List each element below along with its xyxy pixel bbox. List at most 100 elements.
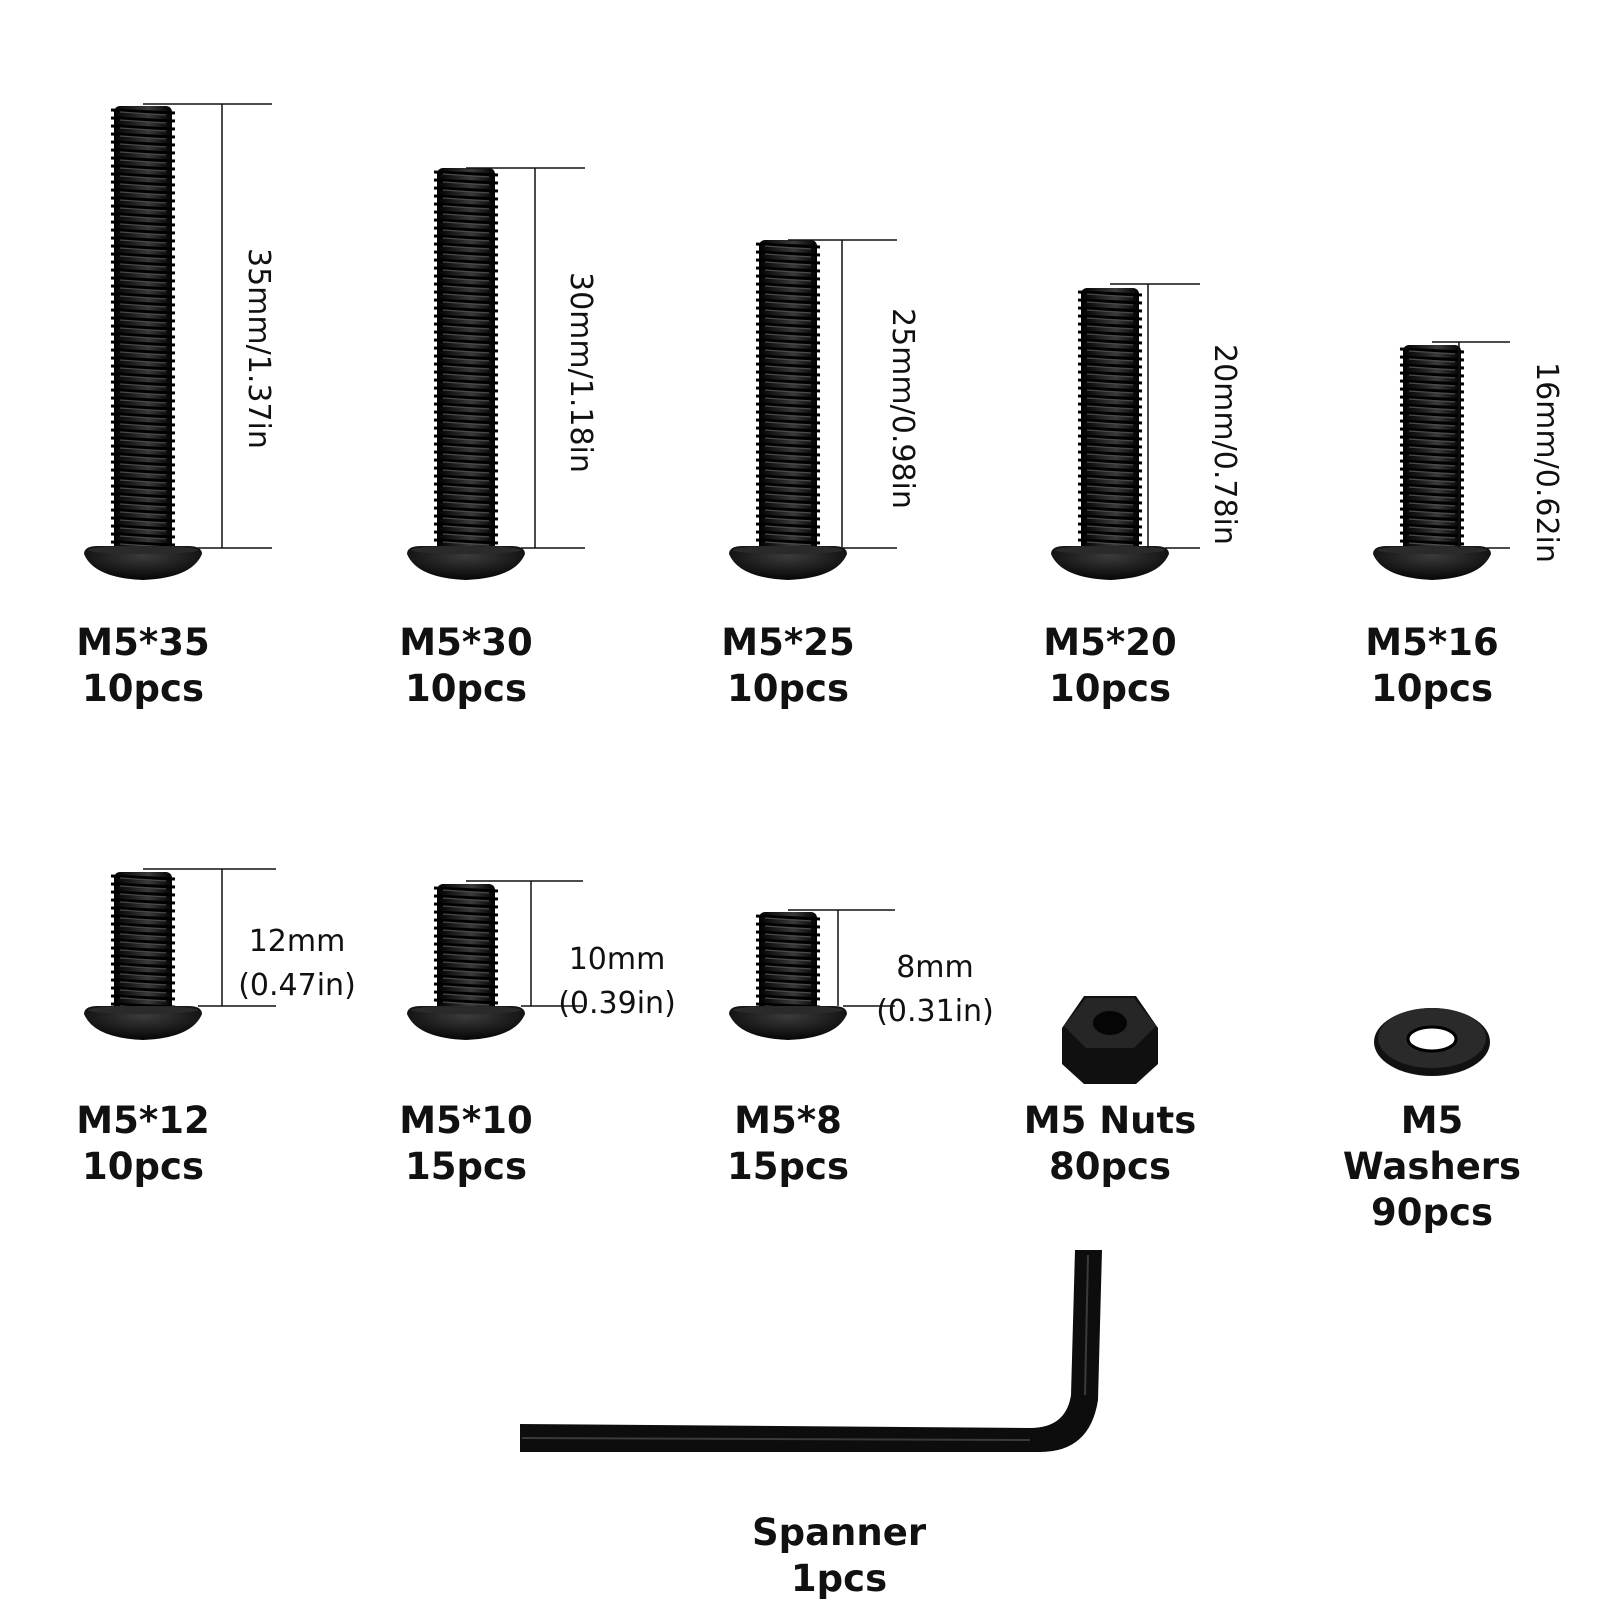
thread-highlight	[764, 533, 812, 538]
thread-highlight	[442, 237, 490, 242]
thread-ridge	[433, 394, 499, 401]
thread-highlight	[442, 985, 490, 990]
thread-ridge	[1399, 371, 1465, 378]
thread-highlight	[1408, 358, 1456, 363]
thread-ridge	[755, 978, 821, 985]
thread-ridge	[755, 242, 821, 249]
thread-highlight	[119, 957, 167, 962]
thread-ridge	[1077, 458, 1143, 465]
thread-highlight	[442, 485, 490, 490]
thread-highlight	[442, 953, 490, 958]
thread-ridge	[110, 540, 176, 547]
screw-size: M5*10	[399, 1099, 533, 1142]
thread-highlight	[442, 977, 490, 982]
screw-quantity: 10pcs	[82, 667, 204, 710]
thread-highlight	[442, 469, 490, 474]
thread-ridge	[110, 308, 176, 315]
thread-highlight	[764, 509, 812, 514]
thread-ridge	[1077, 426, 1143, 433]
thread-highlight	[119, 279, 167, 284]
thread-highlight	[442, 373, 490, 378]
thread-highlight	[119, 215, 167, 220]
screw-m5-25	[729, 240, 847, 580]
thread-ridge	[433, 266, 499, 273]
thread-highlight	[1086, 309, 1134, 314]
thread-highlight	[1408, 438, 1456, 443]
thread-highlight	[119, 503, 167, 508]
thread-highlight	[119, 119, 167, 124]
thread-highlight	[119, 263, 167, 268]
screw-m5-35	[84, 106, 202, 580]
thread-ridge	[110, 532, 176, 539]
spanner-name: Spanner	[751, 1511, 927, 1554]
thread-highlight	[119, 367, 167, 372]
thread-ridge	[110, 954, 176, 961]
thread-highlight	[1408, 510, 1456, 515]
thread-ridge	[433, 450, 499, 457]
thread-highlight	[1408, 462, 1456, 467]
thread-ridge	[433, 226, 499, 233]
thread-ridge	[1399, 387, 1465, 394]
thread-highlight	[1086, 301, 1134, 306]
thread-highlight	[119, 479, 167, 484]
thread-highlight	[119, 375, 167, 380]
screw-head	[1373, 546, 1491, 580]
thread-ridge	[755, 386, 821, 393]
thread-ridge	[755, 498, 821, 505]
thread-highlight	[764, 373, 812, 378]
thread-ridge	[755, 322, 821, 329]
thread-ridge	[1077, 290, 1143, 297]
screw-size: M5*30	[399, 621, 533, 664]
thread-ridge	[1077, 434, 1143, 441]
thread-highlight	[1086, 453, 1134, 458]
thread-highlight	[119, 151, 167, 156]
thread-highlight	[119, 127, 167, 132]
thread-highlight	[1086, 477, 1134, 482]
screw-quantity: 10pcs	[1371, 667, 1493, 710]
thread-ridge	[110, 476, 176, 483]
thread-ridge	[110, 316, 176, 323]
screw-head	[1051, 546, 1169, 580]
thread-ridge	[755, 250, 821, 257]
thread-highlight	[764, 949, 812, 954]
head-rim	[411, 546, 521, 554]
thread-highlight	[1086, 445, 1134, 450]
thread-ridge	[755, 482, 821, 489]
thread-highlight	[119, 439, 167, 444]
thread-ridge	[110, 108, 176, 115]
thread-ridge	[1399, 507, 1465, 514]
thread-ridge	[755, 330, 821, 337]
thread-ridge	[433, 982, 499, 989]
thread-highlight	[442, 181, 490, 186]
nut-hole	[1093, 1011, 1127, 1035]
thread-ridge	[433, 514, 499, 521]
thread-ridge	[1077, 538, 1143, 545]
head-rim	[411, 1006, 521, 1014]
thread-highlight	[1408, 422, 1456, 427]
thread-highlight	[1408, 382, 1456, 387]
thread-ridge	[110, 978, 176, 985]
thread-ridge	[433, 998, 499, 1005]
thread-ridge	[433, 918, 499, 925]
thread-ridge	[110, 164, 176, 171]
thread-highlight	[119, 207, 167, 212]
thread-ridge	[110, 922, 176, 929]
thread-ridge	[755, 474, 821, 481]
thread-ridge	[433, 934, 499, 941]
dimension-label: 10mm (0.39in)	[557, 938, 677, 1026]
thread-ridge	[1077, 354, 1143, 361]
thread-ridge	[755, 938, 821, 945]
thread-highlight	[1408, 446, 1456, 451]
thread-highlight	[442, 945, 490, 950]
dimension-in: (0.39in)	[558, 986, 676, 1021]
thread-ridge	[1077, 370, 1143, 377]
thread-highlight	[119, 495, 167, 500]
thread-ridge	[1399, 467, 1465, 474]
thread-ridge	[110, 874, 176, 881]
thread-highlight	[1408, 366, 1456, 371]
thread-highlight	[764, 501, 812, 506]
thread-ridge	[110, 994, 176, 1001]
thread-ridge	[433, 306, 499, 313]
thread-ridge	[755, 298, 821, 305]
thread-ridge	[755, 922, 821, 929]
